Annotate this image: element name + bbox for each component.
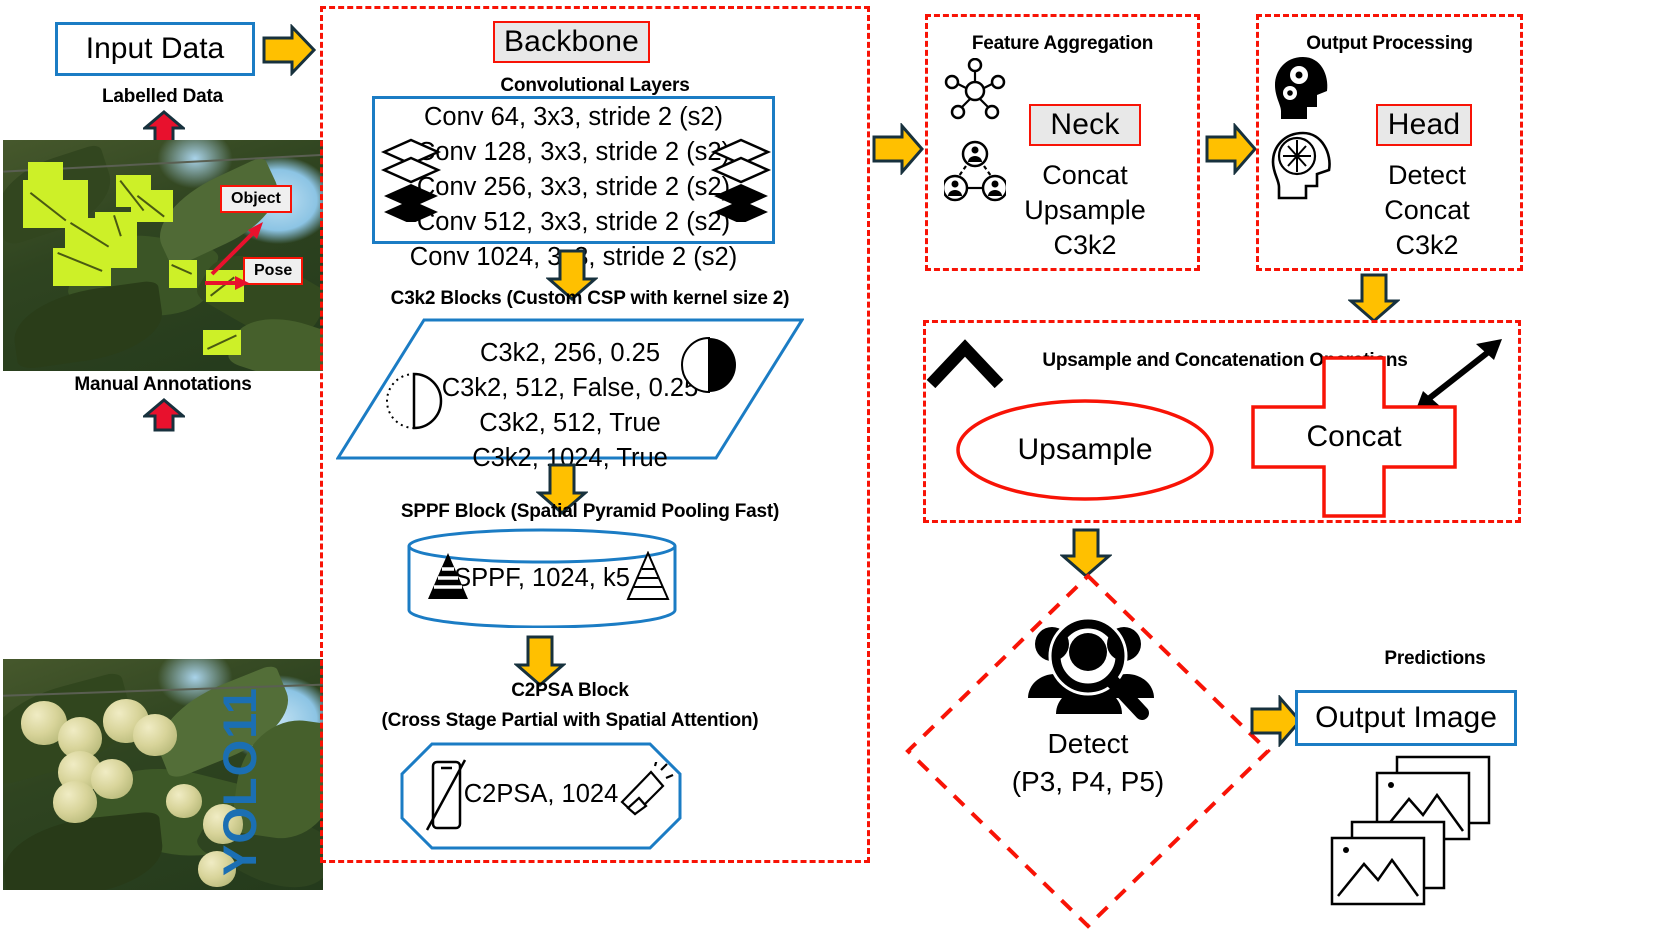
people-network-icon [944, 140, 1006, 202]
head-badge: Head [1376, 104, 1472, 146]
neck-op: Upsample [1024, 195, 1146, 225]
c3k2-lines: C3k2, 256, 0.25 C3k2, 512, False, 0.25 C… [400, 336, 740, 476]
arrow-down-c3k2-to-sppf [536, 463, 588, 515]
pointer-arrow-object [210, 222, 263, 276]
annotated-input-photo: Object Pose [3, 140, 323, 371]
output-image-label: Output Image [1315, 701, 1497, 734]
neck-op: Concat [1042, 160, 1128, 190]
neck-panel [925, 14, 1200, 271]
raw-input-photo [3, 659, 323, 890]
model-name-label: YOLO11 [213, 687, 266, 876]
c2psa-heading-line2: (Cross Stage Partial with Spatial Attent… [381, 710, 759, 731]
manual-annotations-caption: Manual Annotations [74, 374, 252, 395]
labelled-data-caption: Labelled Data [102, 86, 223, 107]
annotation-tag-object: Object [220, 185, 292, 213]
head-op: Detect [1387, 160, 1467, 190]
conv-layers-box [372, 96, 775, 244]
pyramid-outline-icon [626, 551, 670, 600]
upsample-ellipse [956, 399, 1214, 501]
arrow-right-detect-to-output [1250, 695, 1302, 747]
conv-layers-lines: Conv 64, 3x3, stride 2 (s2) Conv 128, 3x… [372, 100, 775, 275]
detect-diamond [905, 573, 1271, 929]
c2psa-line: C2PSA, 1024 [463, 779, 619, 808]
head-op: Concat [1384, 195, 1470, 225]
phone-off-icon [425, 759, 467, 831]
detect-label-line2: (P3, P4, P5) [1011, 766, 1165, 797]
input-data-box: Input Data [55, 22, 255, 76]
arrow-down-conv-to-c3k2 [546, 249, 598, 301]
detect-label-line1: Detect [1047, 728, 1129, 759]
head-gears-icon [1275, 57, 1328, 119]
arrow-up-raw-to-annotated [143, 398, 185, 432]
arrow-down-operations-to-detect [1060, 528, 1112, 578]
c3k2-heading: C3k2 Blocks (Custom CSP with kernel size… [390, 288, 790, 309]
megaphone-icon [620, 762, 674, 816]
sppf-cylinder [407, 528, 677, 628]
annotation-tag-pose: Pose [243, 257, 304, 285]
contrast-circle-dotted-icon [386, 372, 443, 430]
concat-cross [1251, 356, 1457, 518]
arrow-down-head-to-operations [1348, 273, 1400, 323]
head-op: C3k2 [1395, 230, 1459, 260]
arrow-right-neck-to-head [1205, 123, 1257, 175]
image-stack-icon [1330, 820, 1446, 906]
network-nodes-icon [944, 58, 1006, 120]
backbone-badge: Backbone [493, 21, 650, 63]
head-brain-icon [1271, 131, 1331, 200]
arrow-down-sppf-to-c2psa [514, 635, 566, 687]
conv-layers-heading: Convolutional Layers [500, 75, 690, 96]
contrast-circle-filled-icon [681, 336, 736, 394]
neck-ops: Concat Upsample C3k2 [1005, 158, 1165, 263]
layers-stack-icon [710, 138, 772, 222]
c3k2-line: C3k2, 256, 0.25 [479, 339, 661, 367]
conv-line: Conv 64, 3x3, stride 2 (s2) [423, 103, 724, 131]
layers-stack-icon [380, 138, 442, 222]
operations-section-title: Upsample and Concatenation Operations [1042, 350, 1408, 371]
concat-label: Concat [1306, 420, 1402, 453]
c2psa-octagon [400, 742, 682, 850]
neck-section-title: Feature Aggregation [971, 33, 1154, 54]
predictions-caption: Predictions [1384, 648, 1486, 669]
c2psa-heading-line1: C2PSA Block [511, 680, 629, 701]
neck-op: C3k2 [1053, 230, 1117, 260]
head-ops: Detect Concat C3k2 [1352, 158, 1502, 263]
head-panel [1256, 14, 1523, 271]
detect-label: Detect (P3, P4, P5) [963, 725, 1213, 801]
conv-line: Conv 128, 3x3, stride 2 (s2) [416, 138, 731, 166]
chevron-up-icon [926, 339, 1004, 388]
pointer-arrow-pose [205, 276, 249, 290]
input-data-label: Input Data [85, 32, 225, 65]
arrow-up-annotated-to-labelled [143, 110, 185, 144]
backbone-panel [320, 6, 870, 863]
head-section-title: Output Processing [1306, 33, 1473, 54]
sppf-line: SPPF, 1024, k5 [454, 563, 630, 592]
detect-people-search-icon [1028, 618, 1154, 720]
upsample-label: Upsample [1017, 433, 1153, 466]
operations-panel [923, 320, 1521, 523]
pyramid-filled-icon [428, 553, 468, 599]
conv-line: Conv 512, 3x3, stride 2 (s2) [416, 208, 731, 236]
arrow-right-input-to-backbone [262, 24, 316, 76]
neck-badge: Neck [1029, 104, 1141, 146]
output-image-box: Output Image [1295, 690, 1517, 746]
arrow-right-backbone-to-neck [872, 123, 924, 175]
conv-line: Conv 256, 3x3, stride 2 (s2) [416, 173, 731, 201]
c3k2-line: C3k2, 512, False, 0.25 [441, 374, 699, 402]
c3k2-line: C3k2, 512, True [479, 409, 661, 437]
sppf-heading: SPPF Block (Spatial Pyramid Pooling Fast… [400, 501, 780, 522]
